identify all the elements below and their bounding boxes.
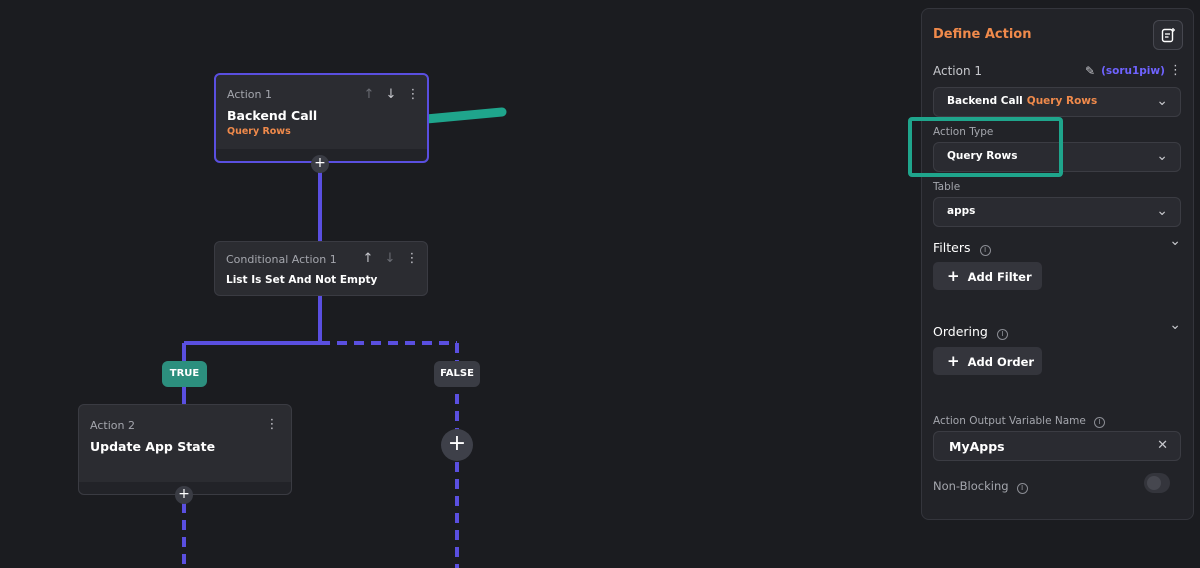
clipboard-add-icon bbox=[1161, 28, 1175, 43]
false-branch-badge: FALSE bbox=[434, 361, 480, 387]
panel-title: Define Action bbox=[933, 27, 1032, 42]
action-id: (soru1piw) bbox=[1101, 65, 1165, 77]
conditional-action-1-node[interactable]: Conditional Action 1 List Is Set And Not… bbox=[214, 241, 428, 296]
node-controls: ⋮ bbox=[265, 417, 279, 432]
node-label: Conditional Action 1 bbox=[226, 253, 337, 266]
action-type-select[interactable]: Query Rows ⌄ bbox=[933, 142, 1181, 172]
action-library-button[interactable] bbox=[1153, 20, 1183, 50]
output-variable-input[interactable]: MyApps ✕ bbox=[933, 431, 1181, 461]
add-action-after-1-button[interactable]: + bbox=[311, 155, 329, 173]
filters-label: Filters bbox=[933, 240, 971, 255]
filters-header[interactable]: Filters i ⌄ bbox=[933, 233, 1181, 256]
action-name: Action 1 bbox=[933, 64, 983, 78]
add-action-after-2-button[interactable]: + bbox=[175, 486, 193, 504]
non-blocking-label: Non-Blocking bbox=[933, 479, 1009, 493]
toggle-knob bbox=[1147, 476, 1161, 490]
true-branch-badge: TRUE bbox=[162, 361, 207, 387]
action-type-highlight bbox=[908, 117, 1063, 177]
ordering-header[interactable]: Ordering i ⌄ bbox=[933, 317, 1181, 340]
more-options-icon[interactable]: ⋮ bbox=[265, 417, 279, 432]
node-title: Update App State bbox=[90, 439, 216, 454]
plus-icon: + bbox=[947, 352, 960, 370]
chevron-down-icon: ⌄ bbox=[1169, 317, 1181, 333]
add-filter-button[interactable]: + Add Filter bbox=[933, 262, 1042, 290]
pencil-icon: ✎ bbox=[1085, 64, 1096, 78]
action-type-label: Action Type bbox=[933, 126, 994, 138]
info-icon: i bbox=[1093, 417, 1105, 428]
output-variable-label: Action Output Variable Name bbox=[933, 415, 1086, 427]
move-up-icon[interactable]: ↑ bbox=[362, 251, 374, 266]
chevron-down-icon: ⌄ bbox=[1169, 233, 1181, 249]
move-down-icon[interactable]: ↓ bbox=[385, 87, 397, 102]
output-variable-header: Action Output Variable Name i bbox=[933, 409, 1105, 428]
node-title: Backend Call bbox=[227, 108, 318, 123]
add-order-button[interactable]: + Add Order bbox=[933, 347, 1042, 375]
table-label: Table bbox=[933, 181, 961, 193]
clear-icon[interactable]: ✕ bbox=[1157, 438, 1168, 453]
action-2-node[interactable]: Action 2 Update App State ⋮ bbox=[78, 404, 292, 495]
node-subtitle: Query Rows bbox=[227, 126, 291, 137]
output-variable-value: MyApps bbox=[949, 439, 1005, 454]
node-controls: ↑ ↓ ⋮ bbox=[361, 251, 419, 266]
node-label: Action 1 bbox=[227, 88, 272, 101]
node-controls: ↑ ↓ ⋮ bbox=[362, 87, 420, 102]
node-title: List Is Set And Not Empty bbox=[226, 274, 378, 286]
move-up-icon[interactable]: ↑ bbox=[363, 87, 375, 102]
table-select[interactable]: apps ⌄ bbox=[933, 197, 1181, 227]
define-action-panel: Define Action Action 1 ✎ (soru1piw) ⋮ Ba… bbox=[921, 8, 1194, 520]
non-blocking-toggle[interactable] bbox=[1144, 473, 1170, 493]
chevron-down-icon: ⌄ bbox=[1156, 93, 1168, 109]
action-type-value: Query Rows bbox=[947, 150, 1018, 162]
table-value: apps bbox=[947, 205, 976, 217]
add-filter-label: Add Filter bbox=[967, 270, 1032, 284]
add-false-branch-action-button[interactable]: + bbox=[441, 429, 473, 461]
chevron-down-icon: ⌄ bbox=[1156, 148, 1168, 164]
more-options-icon[interactable]: ⋮ bbox=[406, 87, 420, 102]
chevron-down-icon: ⌄ bbox=[1156, 203, 1168, 219]
more-options-icon[interactable]: ⋮ bbox=[405, 251, 419, 266]
action-more-icon[interactable]: ⋮ bbox=[1169, 63, 1182, 78]
action-select-accent: Query Rows bbox=[1026, 95, 1098, 107]
add-order-label: Add Order bbox=[967, 355, 1035, 369]
info-icon: i bbox=[1016, 483, 1028, 494]
plus-icon: + bbox=[947, 267, 960, 285]
node-label: Action 2 bbox=[90, 419, 135, 432]
move-down-icon[interactable]: ↓ bbox=[384, 251, 396, 266]
non-blocking-row: Non-Blocking i bbox=[933, 475, 1028, 494]
flow-canvas[interactable]: Action 1 Backend Call Query Rows ↑ ↓ ⋮ +… bbox=[0, 0, 920, 568]
action-select-main: Backend Call bbox=[947, 95, 1023, 107]
info-icon: i bbox=[979, 245, 991, 256]
ordering-label: Ordering bbox=[933, 324, 988, 339]
action-1-node[interactable]: Action 1 Backend Call Query Rows ↑ ↓ ⋮ bbox=[214, 73, 429, 163]
info-icon: i bbox=[996, 329, 1008, 340]
edit-action-id[interactable]: ✎ (soru1piw) bbox=[1085, 64, 1165, 78]
